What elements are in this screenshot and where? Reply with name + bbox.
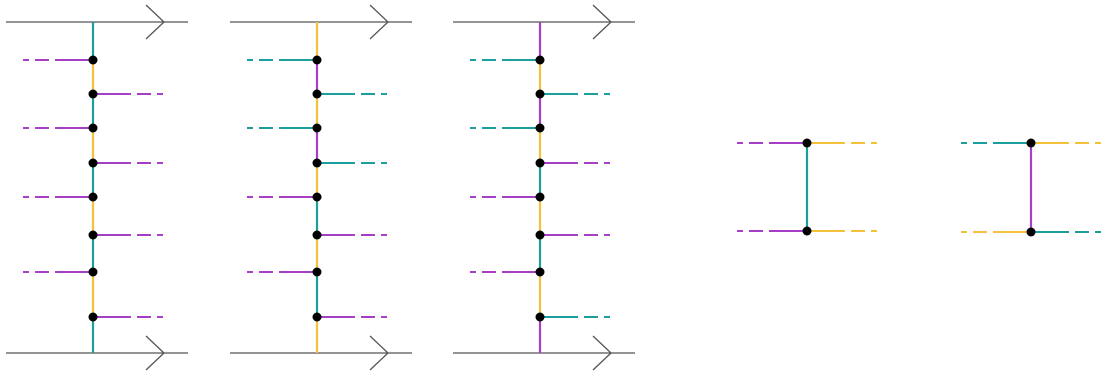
vertex-diagram-2 [961, 138, 1101, 237]
vertex-node [88, 123, 98, 133]
bottom-arrow [6, 335, 188, 371]
vertex-node [535, 89, 545, 99]
arrow-head [369, 4, 389, 40]
vertex-node [535, 55, 545, 65]
arrow-head [592, 4, 612, 40]
bottom-arrow [230, 335, 412, 371]
vertex-node [312, 230, 322, 240]
vertex-node [88, 192, 98, 202]
vertex-node [535, 123, 545, 133]
vertex-node [535, 158, 545, 168]
top-arrow [6, 4, 188, 40]
vertex-node [312, 267, 322, 277]
arrow-head [145, 335, 165, 371]
vertex-node [312, 312, 322, 322]
panel-3 [453, 4, 635, 371]
vertex-node [312, 55, 322, 65]
vertex-node [802, 226, 812, 236]
vertex-node [88, 267, 98, 277]
vertex-diagram-1 [737, 138, 877, 236]
vertex-node [535, 312, 545, 322]
arrow-head [369, 335, 389, 371]
vertex-node [1026, 227, 1036, 237]
panel-2 [230, 4, 412, 371]
vertex-node [88, 230, 98, 240]
vertex-node [88, 55, 98, 65]
vertex-node [1026, 138, 1036, 148]
arrow-head [592, 335, 612, 371]
vertex-node [312, 158, 322, 168]
vertex-node [88, 89, 98, 99]
bottom-arrow [453, 335, 635, 371]
vertex-node [535, 192, 545, 202]
vertex-node [535, 230, 545, 240]
top-arrow [453, 4, 635, 40]
top-arrow [230, 4, 412, 40]
vertex-node [312, 123, 322, 133]
vertex-node [802, 138, 812, 148]
vertex-node [312, 89, 322, 99]
panel-1 [6, 4, 188, 371]
vertex-node [88, 312, 98, 322]
vertex-node [312, 192, 322, 202]
vertex-node [535, 267, 545, 277]
arrow-head [145, 4, 165, 40]
vertex-node [88, 158, 98, 168]
